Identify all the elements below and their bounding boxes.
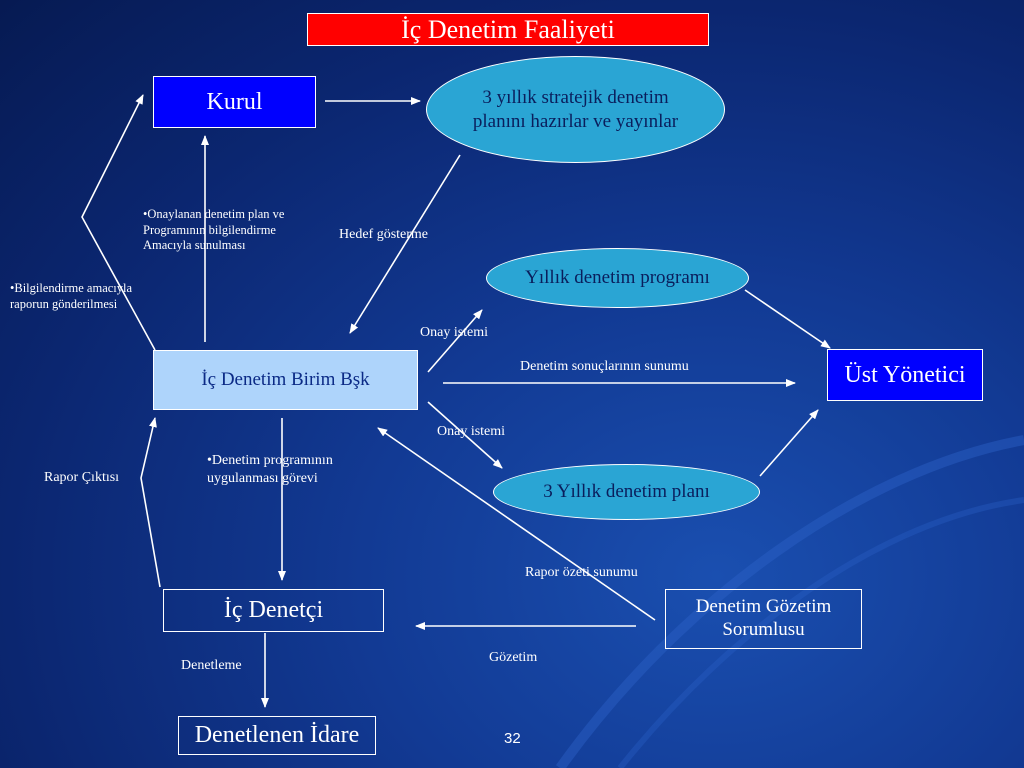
node-gozetim-sorumlusu: Denetim Gözetim Sorumlusu [665, 589, 862, 649]
label-denetim-sonuclari: Denetim sonuçlarının sunumu [520, 359, 689, 374]
arrow-birim-to-plan3 [427, 401, 503, 469]
node-kurul: Kurul [153, 76, 316, 128]
label-onaylanan-plan: •Onaylanan denetim plan ve Programının b… [143, 207, 285, 253]
node-ust-yonetici: Üst Yönetici [827, 349, 983, 401]
label-hedef-gosterme: Hedef gösterme [339, 227, 429, 242]
label-gozetim: Gözetim [489, 650, 538, 665]
label-program-gorevi: •Denetim programının uygulanması görevi [207, 453, 333, 486]
label-onay-istemi-1: Onay istemi [420, 325, 489, 340]
node-ic-denetci: İç Denetçi [163, 589, 384, 632]
node-denetlenen-idare: Denetlenen İdare [178, 716, 376, 755]
node-yillik-program-label: Yıllık denetim programı [525, 267, 710, 289]
page-number: 32 [504, 730, 521, 747]
node-stratejik-plan-label: 3 yıllık stratejik denetim planını hazır… [472, 86, 679, 132]
node-uc-yillik-plan: 3 Yıllık denetim planı [493, 464, 760, 520]
label-denetleme: Denetleme [181, 658, 242, 673]
label-rapor-ciktisi: Rapor Çıktısı [44, 470, 120, 485]
node-uc-yillik-plan-label: 3 Yıllık denetim planı [543, 481, 710, 503]
arrow-bilgilendirme [81, 94, 156, 351]
node-stratejik-plan: 3 yıllık stratejik denetim planını hazır… [426, 56, 725, 163]
arrow-plan3-to-ust [759, 409, 819, 477]
arrow-rapor-ciktisi [140, 417, 161, 588]
label-bilgilendirme: •Bilgilendirme amacıyla raporun gönderil… [10, 281, 133, 311]
arrow-gozetim-to-birim [377, 427, 656, 621]
page-title: İç Denetim Faaliyeti [307, 13, 709, 46]
node-yillik-program: Yıllık denetim programı [486, 248, 749, 308]
arrow-plan-to-birim [349, 154, 461, 334]
arrow-program-to-ust [744, 289, 831, 349]
node-gozetim-sorumlusu-label: Denetim Gözetim Sorumlusu [695, 596, 832, 640]
label-onay-istemi-2: Onay istemi [437, 424, 506, 439]
node-ic-denetim-birim: İç Denetim Birim Bşk [153, 350, 418, 410]
arrow-birim-to-program [427, 309, 483, 373]
label-rapor-ozeti: Rapor özeti sunumu [525, 565, 638, 580]
